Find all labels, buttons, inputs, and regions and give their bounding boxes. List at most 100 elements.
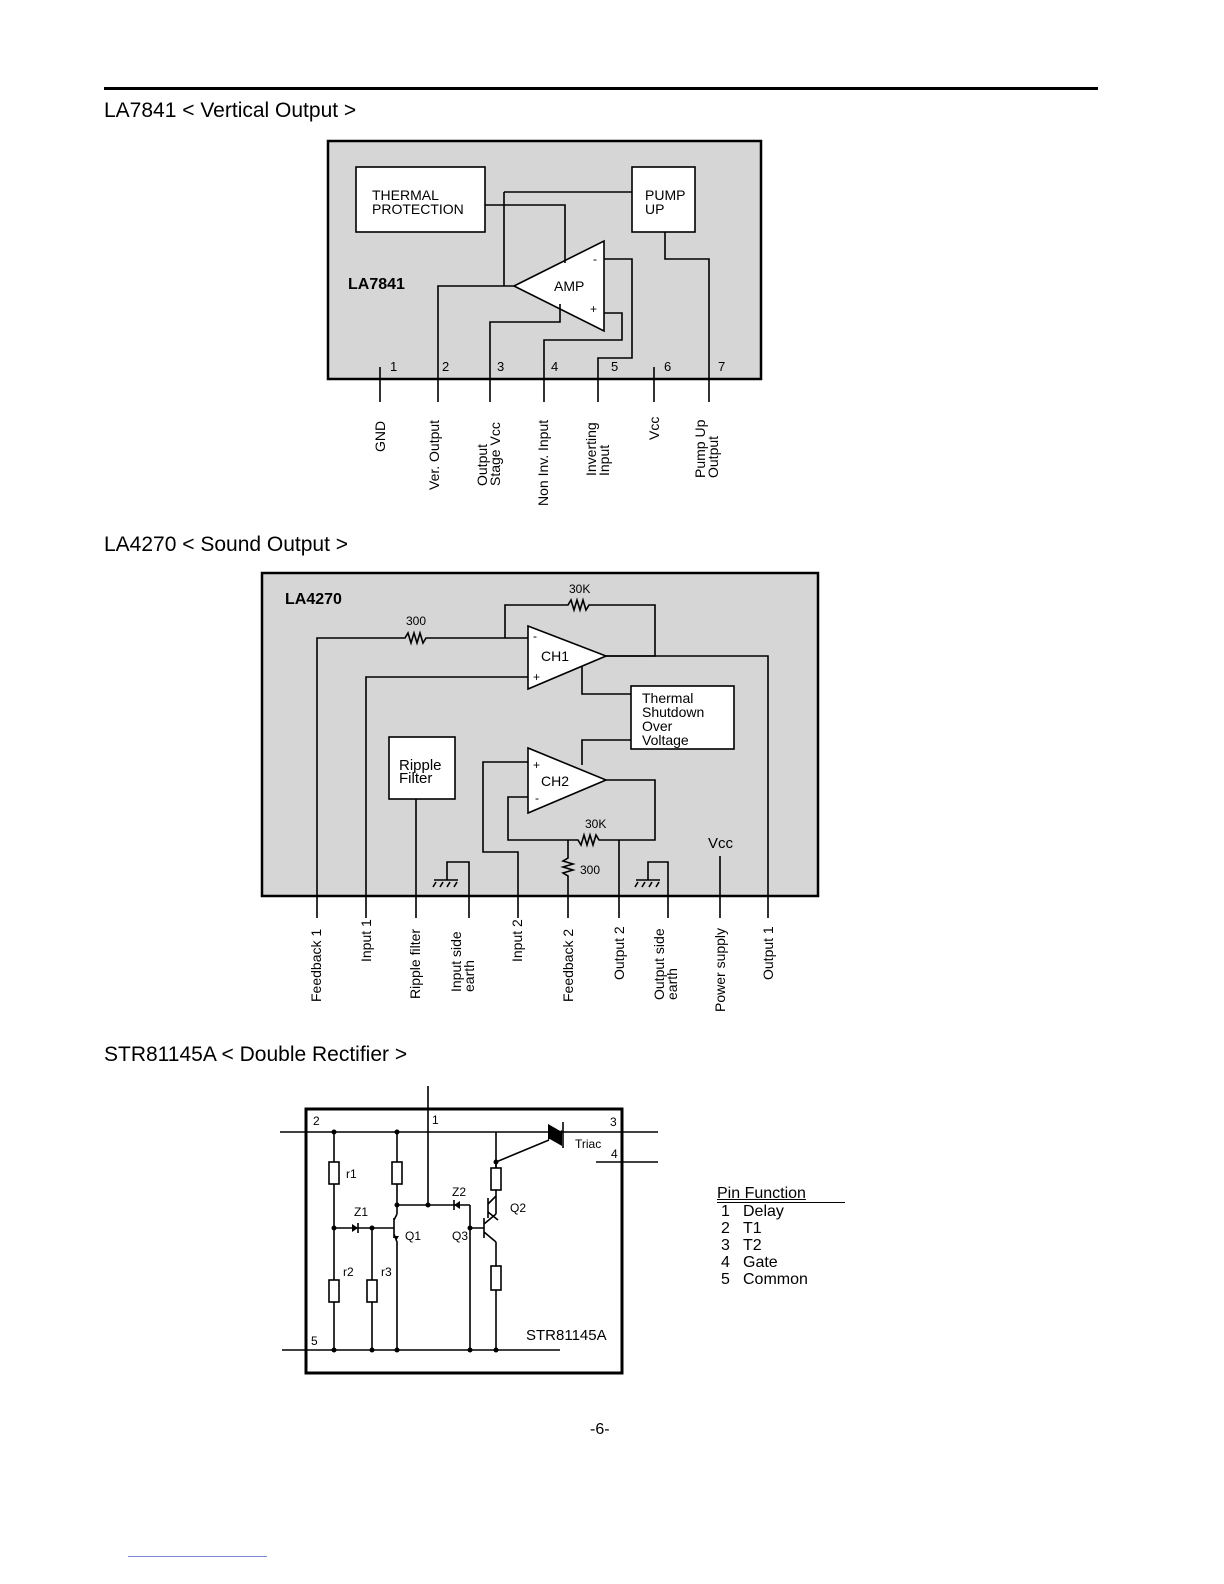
amp-plus: +: [590, 302, 597, 316]
str-pin-3: 3: [610, 1115, 617, 1129]
la7841-pin-1: 1: [390, 359, 397, 374]
la7841-label-gnd: GND: [372, 421, 388, 452]
amp-symbol: [512, 239, 605, 333]
la7841-pin-7: 7: [718, 359, 725, 374]
pin-function: Delay: [743, 1203, 784, 1220]
q1-arrow-icon: [394, 1236, 399, 1241]
q3-emitter-resistor: [490, 1265, 502, 1291]
la7841-label-non-inv: Non Inv. Input: [535, 420, 551, 506]
r-300-top-label: 300: [406, 614, 426, 628]
la4270-label-output1: Output 1: [760, 926, 776, 980]
thermal-line-1: Thermal: [642, 690, 693, 706]
ch1-minus: -: [533, 629, 537, 643]
feedback1-wire: [316, 630, 528, 896]
la4270-label-input2: Input 2: [509, 919, 525, 962]
r2-label: r2: [343, 1265, 354, 1279]
pump-line1: PUMP: [645, 187, 685, 203]
z2-diode-icon: [454, 1201, 460, 1209]
thermal-line-3: Over: [642, 718, 673, 734]
str-pin-1: 1: [432, 1113, 439, 1127]
pin-number: 3: [721, 1237, 730, 1254]
output1-wire: [606, 655, 769, 896]
triac-label: Triac: [575, 1137, 601, 1151]
str-junctions: [331, 1129, 499, 1353]
ripple-line-2: Filter: [399, 770, 432, 787]
ch2-minus: -: [535, 791, 539, 805]
q2-collector-resistor: [490, 1167, 502, 1191]
wire-thermal-amp: [485, 204, 566, 263]
la4270-pin-leads: [316, 896, 769, 918]
str-chip-label: STR81145A: [526, 1327, 607, 1344]
pin-function-row: 2 T1: [717, 1220, 845, 1237]
la7841-pin-leads: [379, 367, 710, 402]
la4270-label-output-earth-1: Output side: [651, 928, 667, 1000]
r-30k-top-label: 30K: [569, 582, 590, 596]
la4270-chip-label: LA4270: [285, 591, 342, 608]
amp-minus: -: [593, 252, 597, 266]
ripple-filter-block: [388, 736, 456, 800]
str-pin-4: 4: [611, 1147, 618, 1161]
pin-number: 4: [721, 1254, 730, 1271]
la7841-pin-3: 3: [497, 359, 504, 374]
la4270-diagram: LA4270 CH1 - + CH2 + - Thermal Shutdown …: [260, 571, 820, 1012]
input1-wire: [365, 676, 528, 896]
la7841-label-pump-out-1: Pump Up: [692, 419, 708, 478]
vcc-label: Vcc: [708, 835, 734, 852]
la7841-section-title: LA7841 < Vertical Output >: [104, 99, 357, 122]
pump-up-block: [631, 166, 696, 233]
pin-function-row: 5 Common: [717, 1271, 845, 1288]
page-number: -6-: [590, 1421, 610, 1438]
input-earth-ground-icon: [432, 879, 458, 888]
r3-label: r3: [381, 1265, 392, 1279]
str-pin-2: 2: [313, 1114, 320, 1128]
la7841-label-inverting-1: Inverting: [583, 422, 599, 476]
la7841-diagram: THERMAL PROTECTION PUMP UP AMP - + LA784…: [326, 139, 763, 506]
la7841-label-vcc: Vcc: [646, 417, 662, 440]
ripple-line-1: Ripple: [399, 757, 442, 774]
str81145a-section-title: STR81145A < Double Rectifier >: [104, 1043, 408, 1066]
q2-transistor: [487, 1190, 499, 1221]
thermal-ch2-wire: [581, 739, 631, 765]
la7841-pin-5: 5: [611, 359, 618, 374]
wire-output-pin2: [437, 285, 514, 379]
str81145a-diagram: 2 1 3 4 5 STR81145A Triac r1 r2 Z1 r3: [280, 1086, 658, 1375]
la4270-label-power: Power supply: [712, 928, 728, 1012]
pin-function-row: 3 T2: [717, 1237, 845, 1254]
pin-function: Common: [743, 1271, 808, 1288]
thermal-line1: THERMAL: [372, 187, 439, 203]
la7841-pin-2: 2: [442, 359, 449, 374]
r1-resistor: [328, 1161, 340, 1185]
wire-stage-pin3: [489, 304, 561, 379]
pin-function: T2: [743, 1237, 762, 1254]
la4270-label-feedback1: Feedback 1: [308, 929, 324, 1002]
ch1-feedback-loop: [504, 597, 656, 657]
z2-label: Z2: [452, 1185, 466, 1199]
ch2-label: CH2: [541, 773, 569, 789]
pin-number: 5: [721, 1271, 730, 1288]
pin-function-header: Pin Function: [717, 1185, 845, 1203]
la7841-label-output-stage-1: Output: [474, 444, 490, 486]
output-earth-wire: [647, 861, 669, 896]
feedback2-wire: [560, 840, 576, 896]
thermal-line2: PROTECTION: [372, 201, 464, 217]
pin-function: T1: [743, 1220, 762, 1237]
thermal-line-2: Shutdown: [642, 704, 704, 720]
la7841-label-inverting-2: Input: [596, 445, 612, 476]
la7841-label-pump-out-2: Output: [705, 436, 721, 478]
q1-label: Q1: [405, 1229, 421, 1243]
z1-label: Z1: [354, 1205, 368, 1219]
ch1-label: CH1: [541, 648, 569, 664]
q2-label: Q2: [510, 1201, 526, 1215]
output-earth-ground-icon: [634, 879, 660, 888]
pin-number: 2: [721, 1220, 730, 1237]
r2-resistor: [328, 1279, 340, 1303]
thermal-line-4: Voltage: [642, 732, 689, 748]
la4270-label-feedback2: Feedback 2: [560, 929, 576, 1002]
wire-minus-pin5: [597, 258, 633, 379]
r3-resistor: [366, 1279, 378, 1303]
q3-transistor: [470, 1213, 497, 1243]
la7841-pin-4: 4: [551, 359, 558, 374]
str-pin-5: 5: [311, 1334, 318, 1348]
